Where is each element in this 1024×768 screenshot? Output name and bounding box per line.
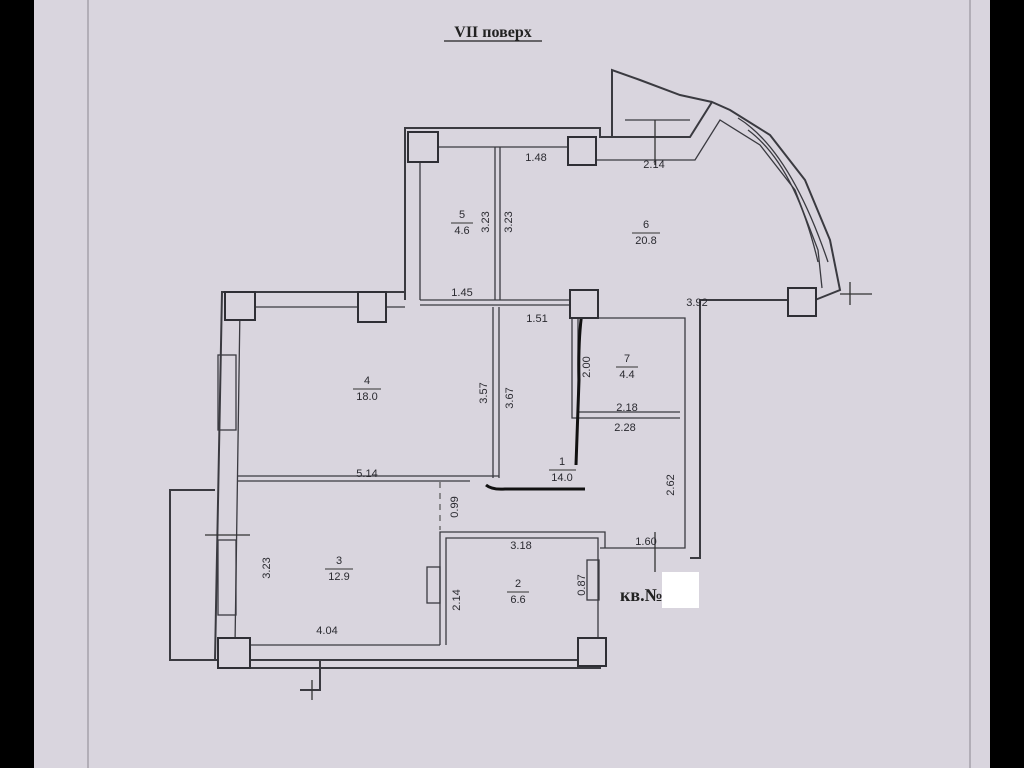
structural-columns	[217, 131, 817, 669]
interior-walls	[205, 120, 872, 700]
dim: 2.62	[665, 474, 677, 495]
dim: 1.60	[635, 536, 656, 548]
dim: 0.99	[449, 496, 461, 517]
room-number: 1	[559, 456, 565, 468]
room-area: 14.0	[551, 472, 572, 484]
room-number: 4	[364, 375, 370, 387]
redaction-box	[662, 572, 699, 608]
room-area: 4.4	[619, 369, 634, 381]
dim: 3.18	[510, 540, 531, 552]
room-7: 7 4.4	[616, 353, 638, 381]
dim: 3.67	[504, 387, 516, 408]
dimension-labels: 1.48 2.14 3.23 3.23 1.45 1.51 3.92 2.00 …	[261, 152, 708, 637]
room-3: 3 12.9	[325, 555, 353, 583]
room-area: 6.6	[510, 594, 525, 606]
room-2: 2 6.6	[507, 578, 529, 606]
room-number: 5	[459, 209, 465, 221]
dim: 1.51	[526, 313, 547, 325]
dim: 2.14	[451, 589, 463, 610]
dim: 1.45	[451, 287, 472, 299]
room-number: 2	[515, 578, 521, 590]
dim: 5.14	[356, 468, 377, 480]
dim: 2.28	[614, 422, 635, 434]
dim: 2.14	[643, 159, 664, 171]
room-number: 6	[643, 219, 649, 231]
room-number: 3	[336, 555, 342, 567]
dim: 3.57	[478, 382, 490, 403]
dim: 2.00	[581, 356, 593, 377]
outer-walls	[169, 68, 842, 691]
dim: 3.23	[261, 557, 273, 578]
room-area: 20.8	[635, 235, 656, 247]
dim: 1.48	[525, 152, 546, 164]
room-area: 18.0	[356, 391, 377, 403]
apartment-label: кв.№	[620, 585, 663, 605]
dim: 2.18	[616, 402, 637, 414]
room-6: 6 20.8	[632, 219, 660, 247]
dim: 3.23	[503, 211, 515, 232]
room-number: 7	[624, 353, 630, 365]
dim: 3.23	[480, 211, 492, 232]
dim: 3.92	[686, 297, 707, 309]
room-area: 12.9	[328, 571, 349, 583]
dim: 4.04	[316, 625, 337, 637]
room-4: 4 18.0	[353, 375, 381, 403]
room-5: 5 4.6	[451, 209, 473, 237]
room-area: 4.6	[454, 225, 469, 237]
room-1: 1 14.0	[549, 456, 576, 484]
floor-title: VII поверх	[454, 24, 531, 41]
dim: 0.87	[576, 574, 588, 595]
